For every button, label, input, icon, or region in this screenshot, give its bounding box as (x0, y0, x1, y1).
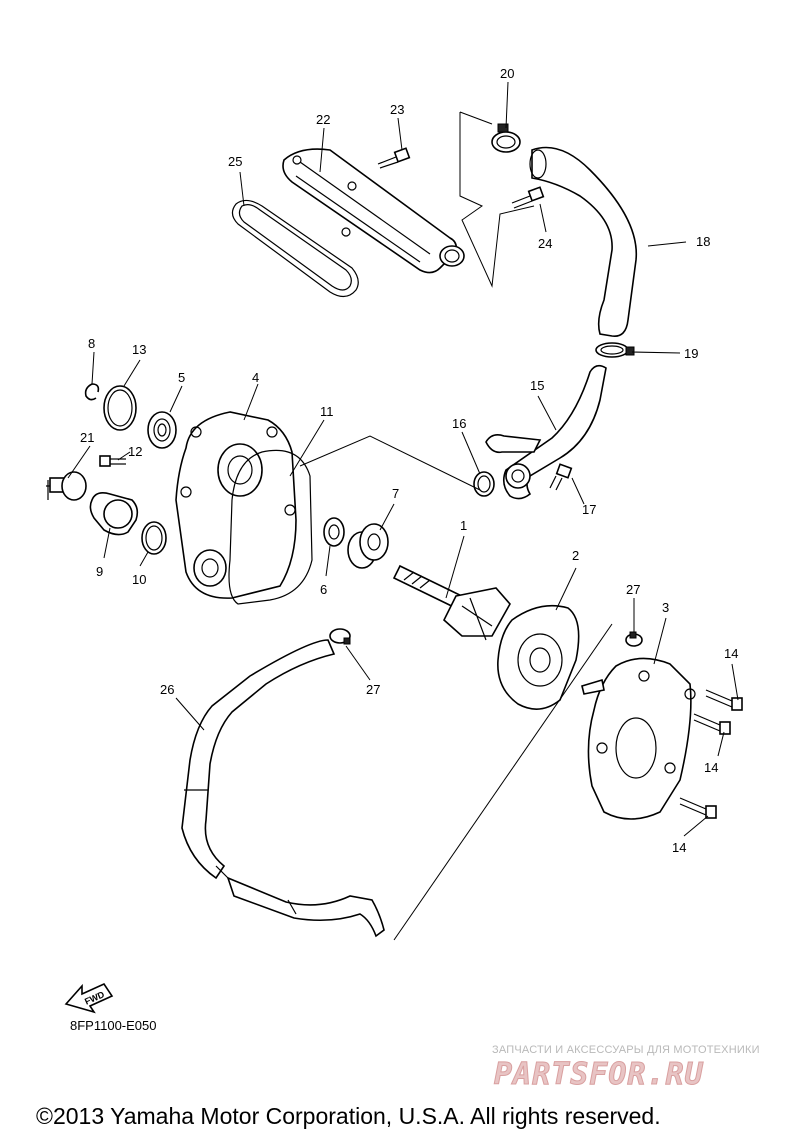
part-21-sensor (46, 471, 87, 501)
callout-9: 9 (96, 564, 103, 579)
callout-6: 6 (320, 582, 327, 597)
callout-27-a: 27 (626, 582, 640, 597)
callout-11: 11 (320, 404, 334, 419)
svg-text:PARTSFOR.RU: PARTSFOR.RU (494, 1057, 704, 1090)
callout-22: 22 (316, 112, 330, 127)
watermark-logo: PARTSFOR.RU (494, 1057, 704, 1091)
part-27-clamp-upper (625, 631, 643, 647)
callout-20: 20 (500, 66, 514, 81)
part-11-gasket (228, 449, 313, 605)
callout-16: 16 (452, 416, 466, 431)
part-13-o-ring (103, 385, 137, 431)
part-24-bolt (511, 186, 545, 209)
part-22-pipe-housing (282, 148, 465, 274)
part-5-bearing (147, 411, 177, 449)
callout-15: 15 (530, 378, 544, 393)
copyright-notice: ©2013 Yamaha Motor Corporation, U.S.A. A… (36, 1103, 661, 1129)
part-8-circlip (84, 383, 100, 401)
callout-19: 19 (684, 346, 698, 361)
callout-14-b: 14 (704, 760, 718, 775)
callout-18: 18 (696, 234, 710, 249)
callout-14-a: 14 (724, 646, 738, 661)
part-19-clamp (595, 342, 635, 358)
part-14-bolt-a (705, 689, 743, 711)
callout-7: 7 (392, 486, 399, 501)
callout-23: 23 (390, 102, 404, 117)
callout-10: 10 (132, 572, 146, 587)
part-2-plate (497, 604, 580, 710)
callout-2: 2 (572, 548, 579, 563)
part-20-clamp (491, 123, 521, 153)
part-3-pump-cover (581, 657, 696, 820)
callout-26: 26 (160, 682, 174, 697)
part-9-cover (89, 492, 139, 536)
part-15-pipe (502, 364, 607, 500)
leader-lines (67, 81, 739, 837)
callout-13: 13 (132, 342, 146, 357)
part-18-hose (531, 146, 638, 337)
part-27-clamp-lower (329, 628, 351, 645)
callout-14-c: 14 (672, 840, 686, 855)
part-26-hose (181, 639, 385, 938)
callout-27-b: 27 (366, 682, 380, 697)
routing-frame-line-upper (459, 111, 535, 288)
routing-frame-line-lower (393, 623, 613, 941)
callout-25: 25 (228, 154, 242, 169)
routing-frame-line-mid (299, 435, 481, 491)
part-14-bolt-c (679, 797, 717, 819)
part-25-gasket (231, 199, 359, 298)
callout-1: 1 (460, 518, 467, 533)
part-23-bolt (377, 147, 411, 169)
part-1-impeller-shaft (392, 564, 511, 641)
fwd-arrow-icon: FWD (64, 982, 114, 1014)
part-7-seal (347, 523, 389, 569)
callout-3: 3 (662, 600, 669, 615)
callout-12: 12 (128, 444, 142, 459)
diagram-code: 8FP1100-E050 (70, 1018, 157, 1033)
part-14-bolt-b (693, 713, 731, 735)
part-6-seal (323, 517, 345, 547)
callout-5: 5 (178, 370, 185, 385)
callout-8: 8 (88, 336, 95, 351)
callout-21: 21 (80, 430, 94, 445)
callout-24: 24 (538, 236, 552, 251)
callout-labels: 1 2 3 4 5 6 7 8 9 10 11 12 13 14 14 14 1… (80, 66, 738, 855)
part-12-bolt (99, 455, 126, 467)
callout-17: 17 (582, 502, 596, 517)
part-17-bolt (549, 463, 573, 491)
part-4-housing (175, 411, 297, 599)
watermark-tagline: ЗАПЧАСТИ И АКСЕССУАРЫ ДЛЯ МОТОТЕХНИКИ (492, 1044, 760, 1056)
callout-4: 4 (252, 370, 259, 385)
